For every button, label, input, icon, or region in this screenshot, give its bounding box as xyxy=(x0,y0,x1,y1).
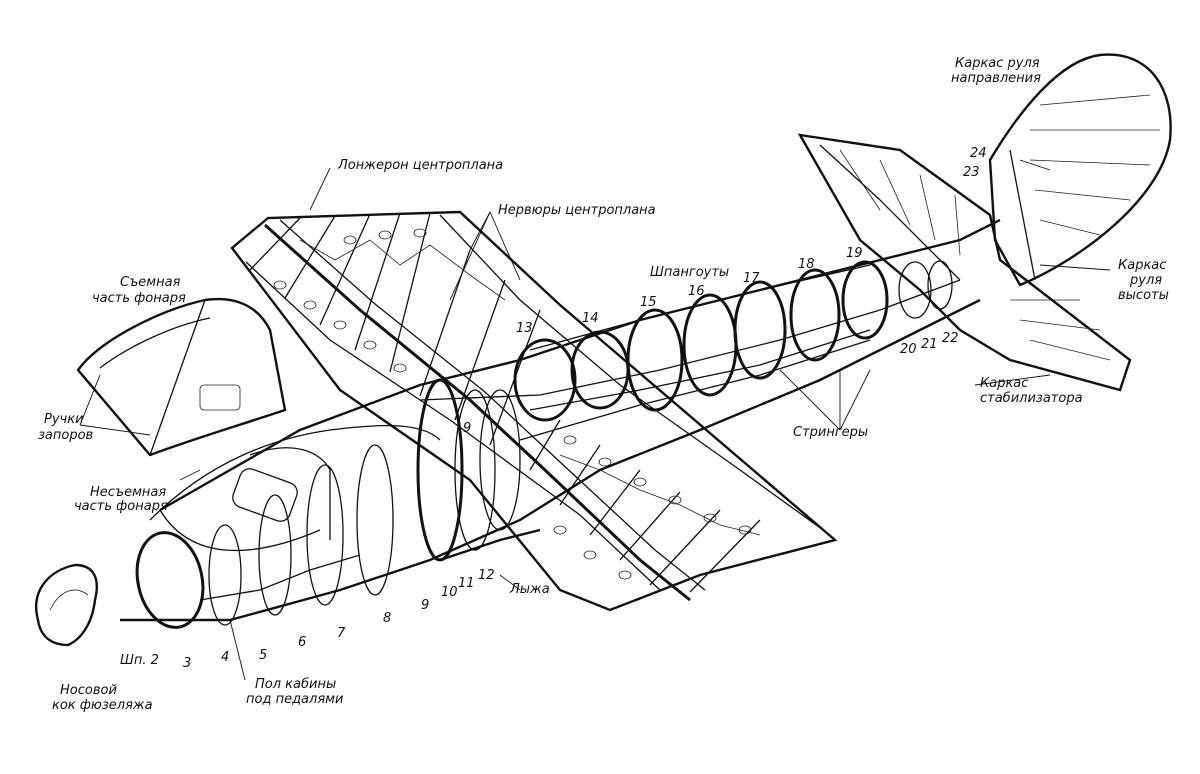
label-floor-1: Пол кабины xyxy=(255,677,337,692)
label-stabilizer-1: Каркас xyxy=(980,376,1029,391)
frame-number: 9 xyxy=(463,421,472,436)
label-elevator-3: высоты xyxy=(1118,288,1169,303)
frame-number: 16 xyxy=(688,284,705,299)
frame-number: 3 xyxy=(183,656,192,671)
removable-canopy xyxy=(76,297,287,457)
label-frames: Шпангоуты xyxy=(650,265,730,280)
label-handles-2: запоров xyxy=(38,428,94,443)
frame-number: 5 xyxy=(259,648,268,663)
label-stringers: Стрингеры xyxy=(793,425,869,440)
label-elevator-2: руля xyxy=(1130,273,1163,288)
frame-number: 22 xyxy=(942,331,959,346)
frame-number: 13 xyxy=(516,321,533,336)
frame-number: 11 xyxy=(458,576,475,591)
frame-number: 8 xyxy=(383,611,392,626)
frame-number: Шп. 2 xyxy=(120,653,159,668)
frame-number: 18 xyxy=(798,257,815,272)
label-canopy-removable-2: часть фонаря xyxy=(92,291,186,306)
frame-number: 14 xyxy=(582,311,599,326)
label-floor-2: под педалями xyxy=(246,692,344,707)
frame-number: 6 xyxy=(298,635,307,650)
label-canopy-fixed-2: часть фонаря xyxy=(74,499,168,514)
frame-number: 12 xyxy=(478,568,495,583)
leader-lines xyxy=(79,159,1111,681)
label-nose-2: кок фюзеляжа xyxy=(52,698,153,713)
tail-unit xyxy=(797,53,1172,392)
label-rudder-2: направления xyxy=(951,71,1041,86)
label-stabilizer-2: стабилизатора xyxy=(980,391,1083,406)
label-canopy-removable-1: Съемная xyxy=(120,275,181,290)
frame-number: 4 xyxy=(221,650,230,665)
fuselage-framework xyxy=(35,218,1001,647)
label-spar: Лонжерон центроплана xyxy=(338,158,504,173)
frame-number: 23 xyxy=(963,165,980,180)
frame-number: 19 xyxy=(846,246,863,261)
label-ribs: Нервюры центроплана xyxy=(498,203,656,218)
frame-number: 7 xyxy=(337,626,346,641)
frame-number: 20 xyxy=(900,342,917,357)
frame-number: 15 xyxy=(640,295,657,310)
label-rudder-1: Каркас руля xyxy=(955,56,1040,71)
label-canopy-fixed-1: Несъемная xyxy=(90,485,167,500)
label-handles-1: Ручки xyxy=(44,412,84,427)
frame-number: 21 xyxy=(921,337,938,352)
frame-number: 9 xyxy=(421,598,430,613)
frame-number: 17 xyxy=(743,271,760,286)
label-ski: Лыжа xyxy=(510,582,550,597)
frame-number: 10 xyxy=(441,585,458,600)
frame-number: 24 xyxy=(970,146,987,161)
label-nose-1: Носовой xyxy=(60,683,117,698)
label-elevator-1: Каркас xyxy=(1118,258,1167,273)
